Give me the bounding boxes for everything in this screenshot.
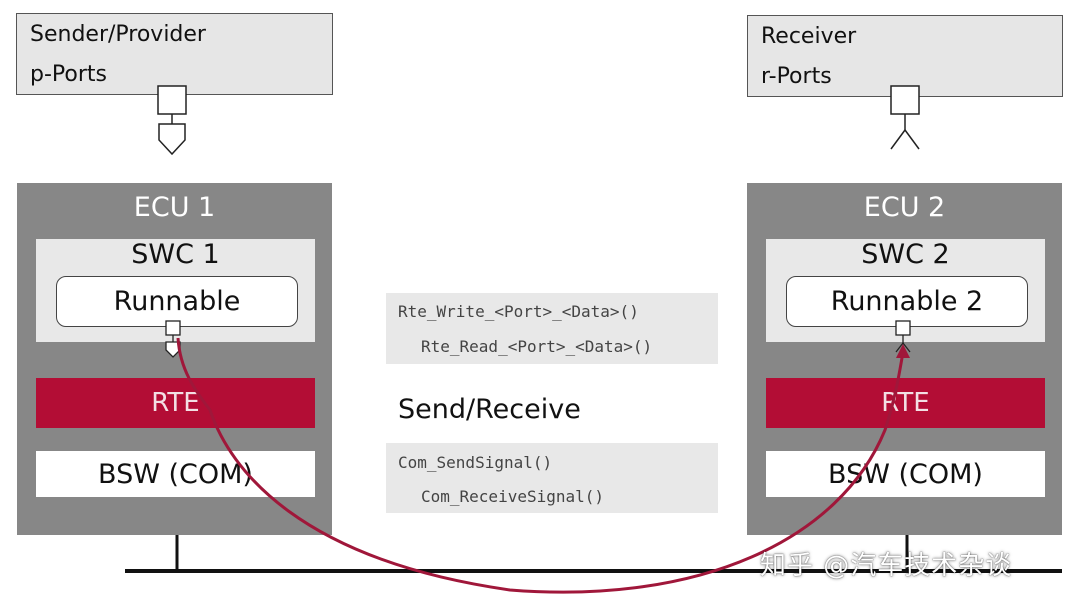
send-receive-title: Send/Receive	[398, 394, 581, 425]
r-ports-label: r-Ports	[761, 64, 832, 89]
ecu1-title: ECU 1	[133, 192, 216, 223]
ecu1-box: ECU 1 SWC 1 Runnable RTE BSW (COM)	[17, 183, 332, 535]
runnable2-box: Runnable 2	[786, 276, 1028, 327]
rte-write-call: Rte_Write_<Port>_<Data>()	[398, 302, 639, 321]
ecu2-title: ECU 2	[863, 192, 946, 223]
swc1-title: SWC 1	[131, 239, 220, 270]
com-api-box: Com_SendSignal() Com_ReceiveSignal()	[386, 443, 718, 513]
receiver-box: Receiver r-Ports	[747, 15, 1063, 97]
sender-provider-box: Sender/Provider p-Ports	[16, 13, 333, 95]
receiver-label: Receiver	[761, 24, 857, 49]
rte-api-box: Rte_Write_<Port>_<Data>() Rte_Read_<Port…	[386, 293, 718, 364]
runnable1-port-icon	[165, 320, 181, 358]
bsw2-box: BSW (COM)	[766, 451, 1045, 497]
rte-read-call: Rte_Read_<Port>_<Data>()	[421, 337, 653, 356]
com-send-call: Com_SendSignal()	[398, 453, 553, 472]
sender-port-icon	[157, 85, 187, 156]
watermark-text: 知乎 @汽车技术杂谈	[760, 551, 1013, 581]
bsw1-box: BSW (COM)	[36, 451, 315, 497]
receiver-port-icon	[890, 85, 920, 150]
signal-flow-arrowhead	[896, 344, 910, 358]
rte1-bar: RTE	[36, 378, 315, 428]
signal-flow-arrow	[176, 337, 905, 594]
sender-provider-label: Sender/Provider	[30, 22, 206, 47]
rte2-bar: RTE	[766, 378, 1045, 428]
runnable2-port-icon	[895, 320, 911, 353]
p-ports-label: p-Ports	[30, 62, 107, 87]
com-receive-call: Com_ReceiveSignal()	[421, 487, 605, 506]
runnable1-box: Runnable	[56, 276, 298, 327]
swc2-title: SWC 2	[861, 239, 950, 270]
